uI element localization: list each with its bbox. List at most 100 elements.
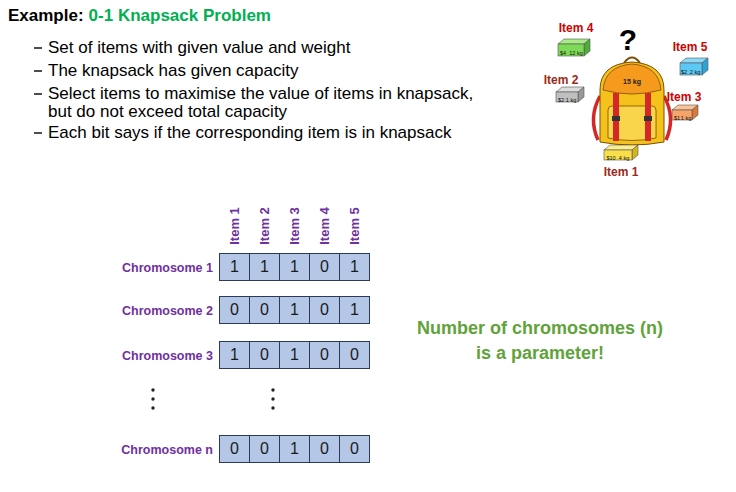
green-box	[558, 39, 590, 56]
bit-cell: 0	[339, 341, 370, 369]
column-header: Item 4	[317, 207, 332, 245]
bit-value: 1	[290, 440, 299, 458]
yellow-box	[604, 145, 638, 160]
bullet-dash	[34, 47, 42, 48]
capacity-tag: 15 kg	[623, 78, 641, 85]
ellipsis-dot	[151, 406, 154, 409]
label-slot: 0-1 Knapsack Problem	[89, 6, 271, 26]
bit-value: 1	[230, 346, 239, 364]
buckle	[644, 116, 652, 121]
bag-body	[600, 62, 664, 145]
bit-cell: 1	[249, 253, 280, 281]
bit-cell: 1	[339, 253, 370, 281]
label-slot: $2	[681, 60, 687, 78]
ellipsis-dot	[271, 397, 274, 400]
bit-value: 1	[260, 258, 269, 276]
gray-box	[556, 87, 584, 102]
row-label: Chromosome 3	[122, 349, 213, 363]
bit-cell: 0	[309, 341, 340, 369]
bit-value: 1	[290, 258, 299, 276]
weight-tag: 4 kg	[619, 155, 629, 161]
item-label: Item 1	[604, 165, 639, 179]
box-side	[702, 58, 708, 75]
title-highlight: 0-1 Knapsack Problem	[89, 6, 271, 25]
label-slot: Item 3	[285, 207, 303, 245]
bit-value: 0	[260, 440, 269, 458]
item-label: Item 2	[544, 73, 579, 87]
front-strap	[645, 93, 651, 141]
bit-cell: 0	[249, 435, 280, 463]
side-strap	[593, 96, 600, 140]
bit-value: 0	[320, 346, 329, 364]
label-slot: Each bit says if the corresponding item …	[48, 124, 488, 142]
label-slot: 1 kg	[681, 106, 691, 124]
bit-value: 0	[350, 346, 359, 364]
weight-tag: 1 kg	[681, 115, 691, 121]
label-slot: $4	[560, 41, 566, 59]
item-label: Item 4	[559, 21, 594, 35]
bit-cell: 0	[309, 253, 340, 281]
label-slot: 1 kg	[566, 88, 576, 106]
label-slot: $2	[558, 88, 564, 106]
box-front	[672, 110, 692, 120]
label-slot: Chromosome 3	[122, 346, 213, 364]
bit-cell: 0	[339, 435, 370, 463]
bullet-dashes	[34, 48, 42, 133]
label-slot: Item 1	[225, 207, 243, 245]
bit-cell: 1	[219, 253, 250, 281]
box-side	[692, 105, 698, 120]
weight-tag: 2 kg	[690, 69, 700, 75]
label-slot: The knapsack has given capacity	[48, 62, 488, 80]
label-slot: 12 kg	[569, 41, 582, 59]
price-tag: $2	[558, 97, 564, 103]
bit-value: 0	[260, 301, 269, 319]
bit-value: 0	[320, 258, 329, 276]
label-slot: Item 2	[544, 70, 579, 88]
label-slot: Item 1	[604, 162, 639, 180]
price-tag: $2	[681, 69, 687, 75]
bit-value: 0	[350, 440, 359, 458]
label-slot: Chromosome n	[121, 440, 213, 458]
column-header: Item 2	[257, 207, 272, 245]
bit-cell: 0	[219, 435, 250, 463]
bit-value: 0	[260, 346, 269, 364]
bit-value: 0	[320, 301, 329, 319]
price-tag: $4	[560, 50, 566, 56]
bit-value: 1	[350, 301, 359, 319]
bit-value: 0	[320, 440, 329, 458]
bullet-text: Set of items with given value and weight	[48, 38, 350, 57]
column-header: Item 3	[287, 207, 302, 245]
title-slot: Example:	[8, 6, 84, 26]
bit-cell: 1	[279, 341, 310, 369]
bit-value: 0	[230, 301, 239, 319]
box-front	[680, 63, 702, 75]
title: Example:	[8, 6, 84, 25]
ellipsis-dot	[151, 388, 154, 391]
backpack	[593, 58, 670, 146]
bit-value: 1	[350, 258, 359, 276]
bit-cell: 0	[219, 296, 250, 324]
weight-tag: 1 kg	[566, 97, 576, 103]
bullet-text: Each bit says if the corresponding item …	[48, 123, 451, 142]
buckle	[612, 116, 620, 121]
label-slot: $10	[606, 146, 615, 164]
box-front	[604, 150, 632, 160]
ellipsis-dot	[271, 406, 274, 409]
box-side	[632, 145, 638, 160]
bit-value: 1	[290, 346, 299, 364]
row-label: Chromosome n	[121, 443, 213, 457]
label-slot: Number of chromosomes (n) is a parameter…	[412, 316, 668, 366]
column-header: Item 1	[227, 207, 242, 245]
label-slot: ?	[619, 23, 637, 58]
label-slot: Item 3	[667, 87, 702, 105]
row-label: Chromosome 2	[122, 304, 213, 318]
bullet-dash	[34, 132, 42, 133]
weight-tag: 12 kg	[569, 50, 582, 56]
label-slot: Item 4	[315, 207, 333, 245]
label-slot: $1	[674, 106, 680, 124]
bit-cell: 0	[309, 296, 340, 324]
row-label: Chromosome 1	[122, 261, 213, 275]
bit-cell: 0	[249, 341, 280, 369]
bit-cell: 1	[279, 253, 310, 281]
label-slot: Chromosome 2	[122, 301, 213, 319]
